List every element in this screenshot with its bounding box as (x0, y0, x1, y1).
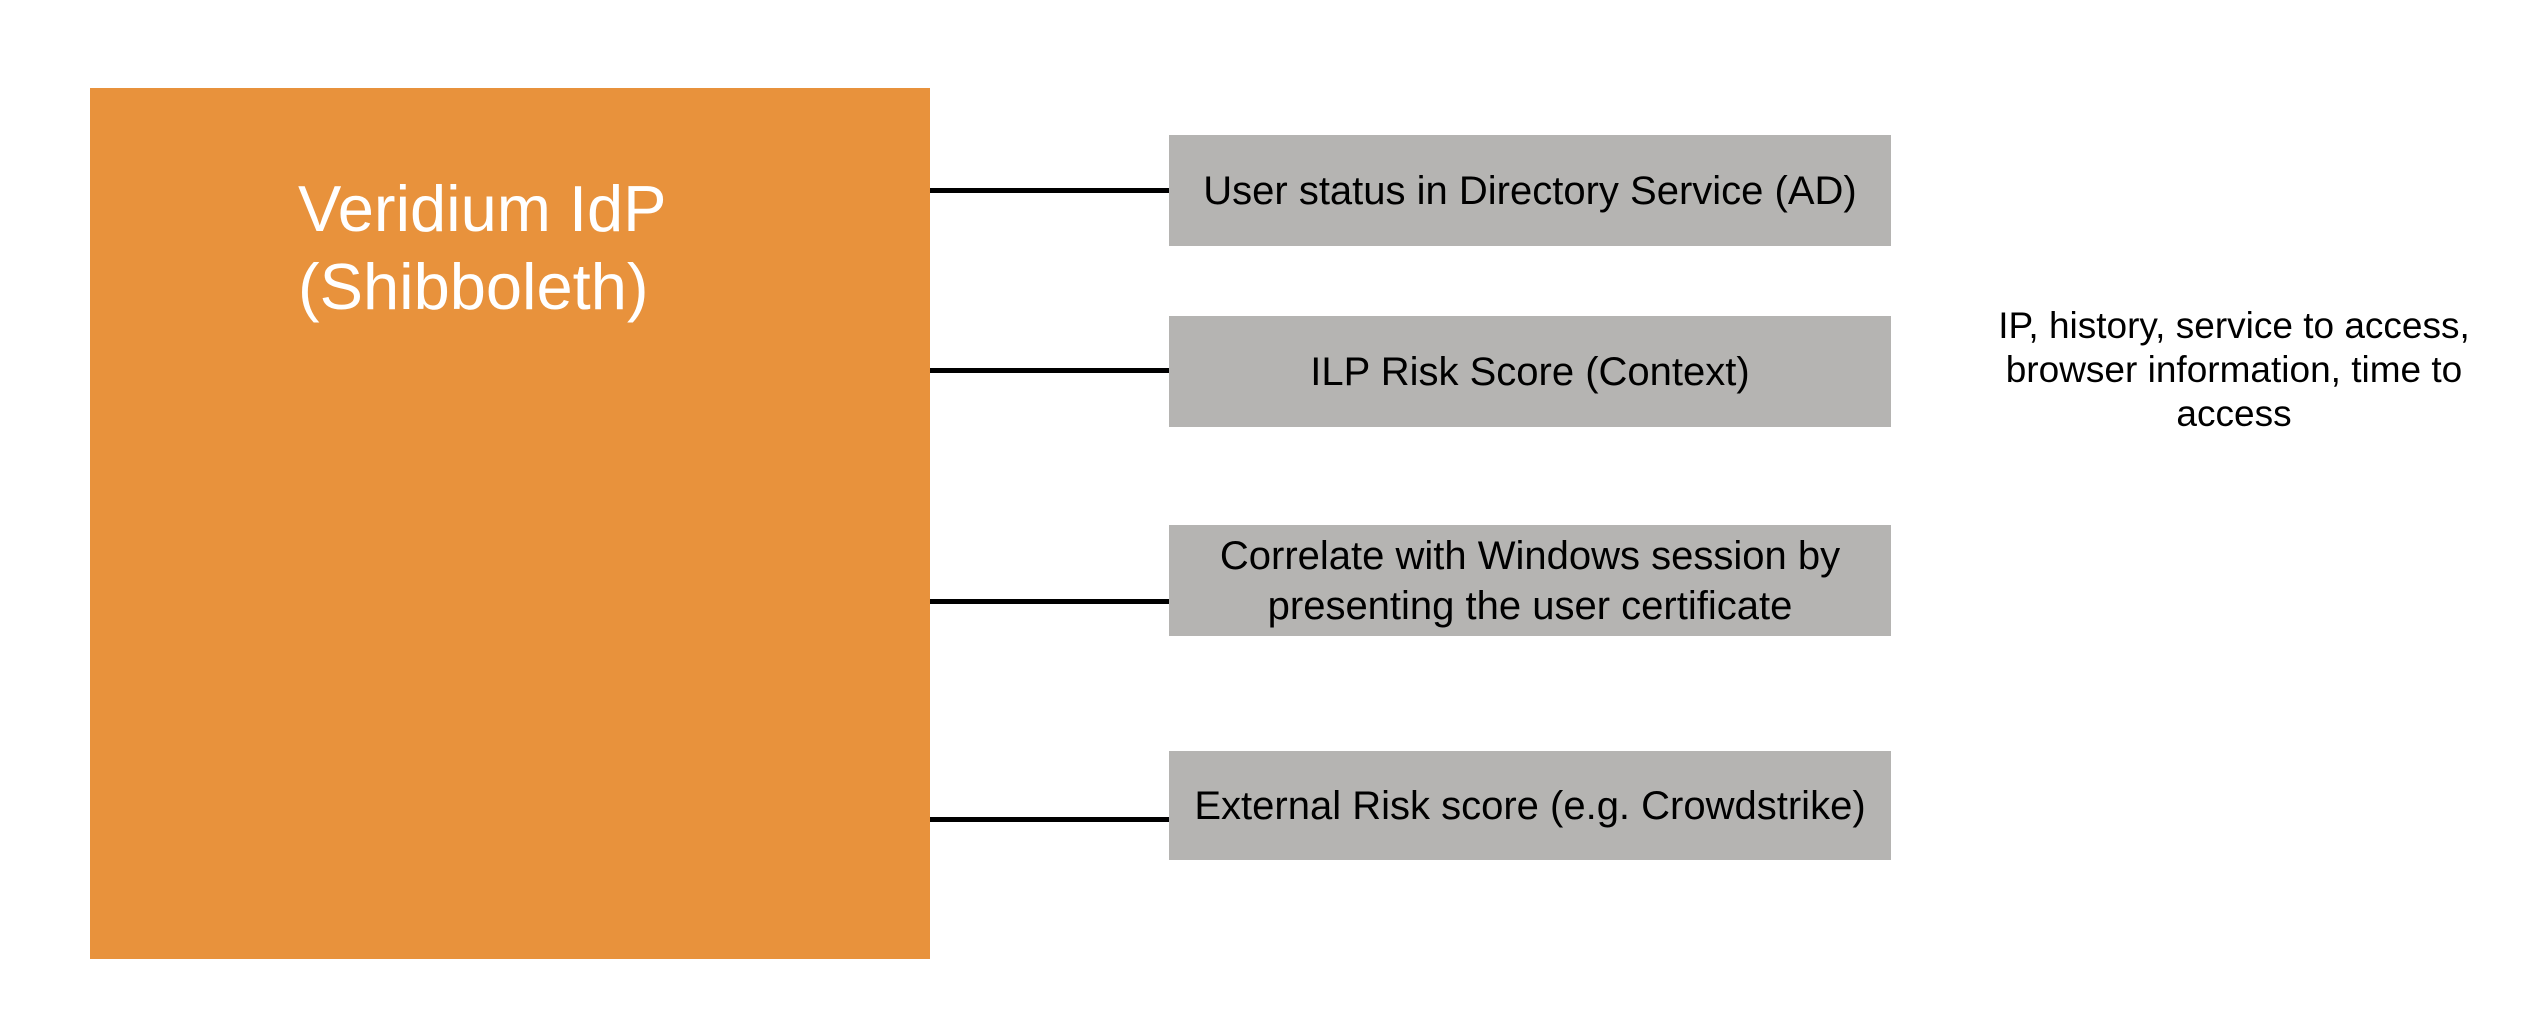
veridium-idp-box: Veridium IdP (Shibboleth) (90, 88, 930, 959)
factor-label-user-status: User status in Directory Service (AD) (1203, 168, 1857, 213)
connector-line-ilp-risk-score (930, 368, 1169, 373)
factor-label-windows-session: Correlate with Windows session by presen… (1219, 533, 1841, 628)
connector-line-windows-session (930, 599, 1169, 604)
connector-line-user-status (930, 188, 1169, 193)
connector-line-external-risk (930, 817, 1169, 822)
context-annotation: IP, history, service to access, browser … (1998, 305, 2470, 434)
factor-box-user-status: User status in Directory Service (AD) (1169, 135, 1891, 246)
factor-box-ilp-risk-score: ILP Risk Score (Context) (1169, 316, 1891, 427)
factor-label-ilp-risk-score: ILP Risk Score (Context) (1310, 349, 1750, 394)
factor-box-external-risk: External Risk score (e.g. Crowdstrike) (1169, 751, 1891, 860)
veridium-idp-label: Veridium IdP (Shibboleth) (298, 172, 667, 323)
factor-label-external-risk: External Risk score (e.g. Crowdstrike) (1194, 783, 1866, 828)
factor-box-windows-session: Correlate with Windows session by presen… (1169, 525, 1891, 636)
